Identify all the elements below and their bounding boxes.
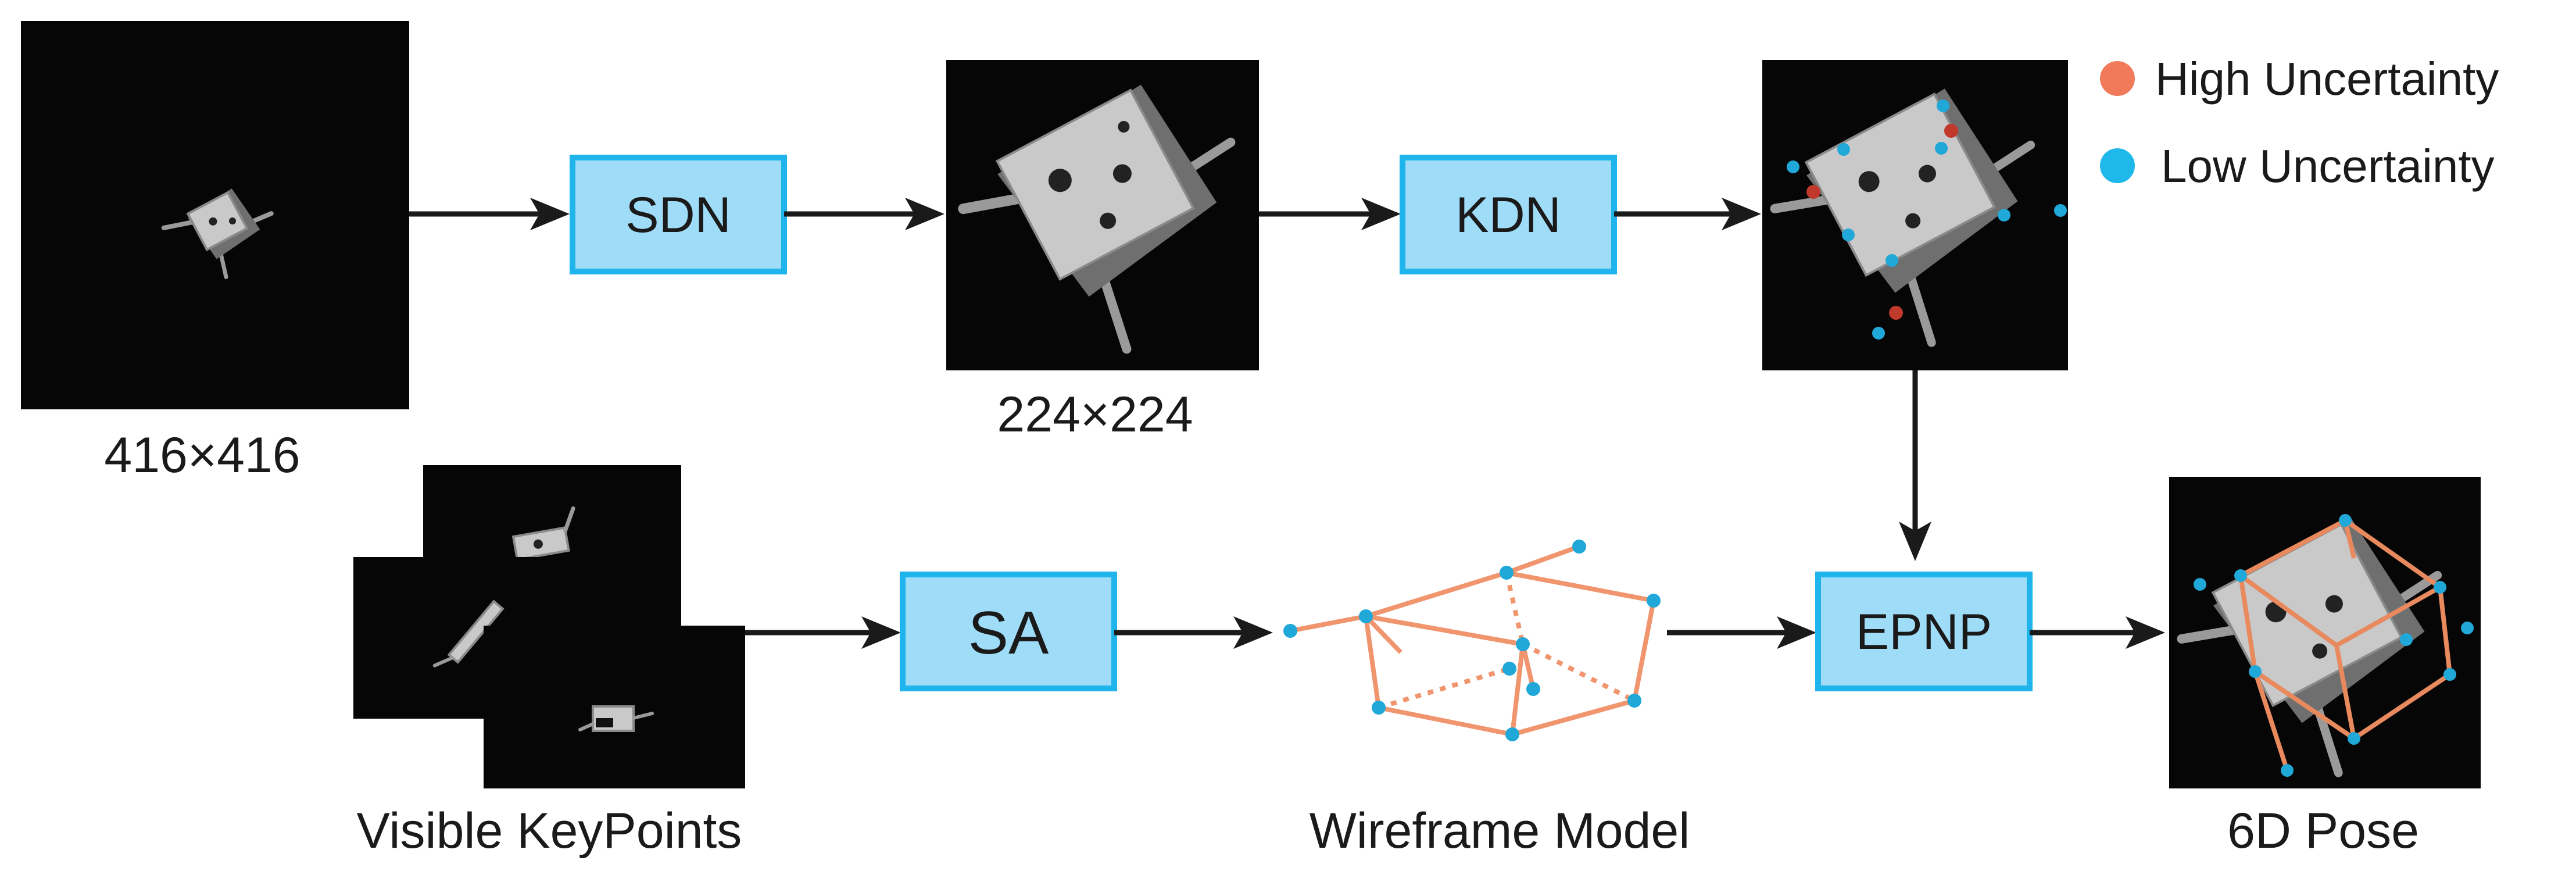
arrow-sa-to-wireframe <box>1114 616 1273 649</box>
legend-high-swatch <box>2100 61 2135 96</box>
crop-size-caption: 224×224 <box>997 387 1193 442</box>
arrow-keypoints-to-sa <box>745 616 901 649</box>
arrow-wireframe-to-epnp <box>1667 616 1816 649</box>
sdn-label: SDN <box>625 187 731 243</box>
sdn-node: SDN <box>570 155 787 274</box>
legend-low-label: Low Uncertainty <box>2161 140 2495 192</box>
epnp-label: EPNP <box>1856 604 1992 660</box>
legend: High Uncertainty Low Uncertainty <box>2100 53 2499 192</box>
input-size-caption: 416×416 <box>104 427 300 483</box>
legend-low-swatch <box>2100 148 2135 183</box>
arrow-input-to-sdn <box>409 198 570 230</box>
input-image-panel <box>21 21 409 409</box>
sa-label: SA <box>968 599 1049 667</box>
arrow-sdn-to-crop <box>784 198 944 230</box>
pose-image-panel <box>2169 477 2481 788</box>
visible-keypoints-caption: Visible KeyPoints <box>357 803 742 859</box>
wireframe-model-caption: Wireframe Model <box>1310 803 1690 859</box>
pose-caption: 6D Pose <box>2227 803 2419 859</box>
sa-node: SA <box>900 572 1117 691</box>
arrow-kdn-to-keypoints <box>1614 198 1761 230</box>
kdn-node: KDN <box>1400 155 1617 274</box>
epnp-node: EPNP <box>1815 572 2033 691</box>
visible-keypoints-stack <box>353 465 745 788</box>
kdn-label: KDN <box>1455 187 1561 243</box>
arrow-keypoints-to-epnp <box>1899 370 1931 561</box>
cropped-image-panel <box>946 60 1259 370</box>
keypoint-prediction-panel <box>1762 60 2068 370</box>
arrow-crop-to-kdn <box>1259 198 1401 230</box>
legend-high-label: High Uncertainty <box>2155 53 2499 105</box>
wireframe-model <box>1283 540 1661 741</box>
arrow-epnp-to-pose <box>2030 616 2165 649</box>
